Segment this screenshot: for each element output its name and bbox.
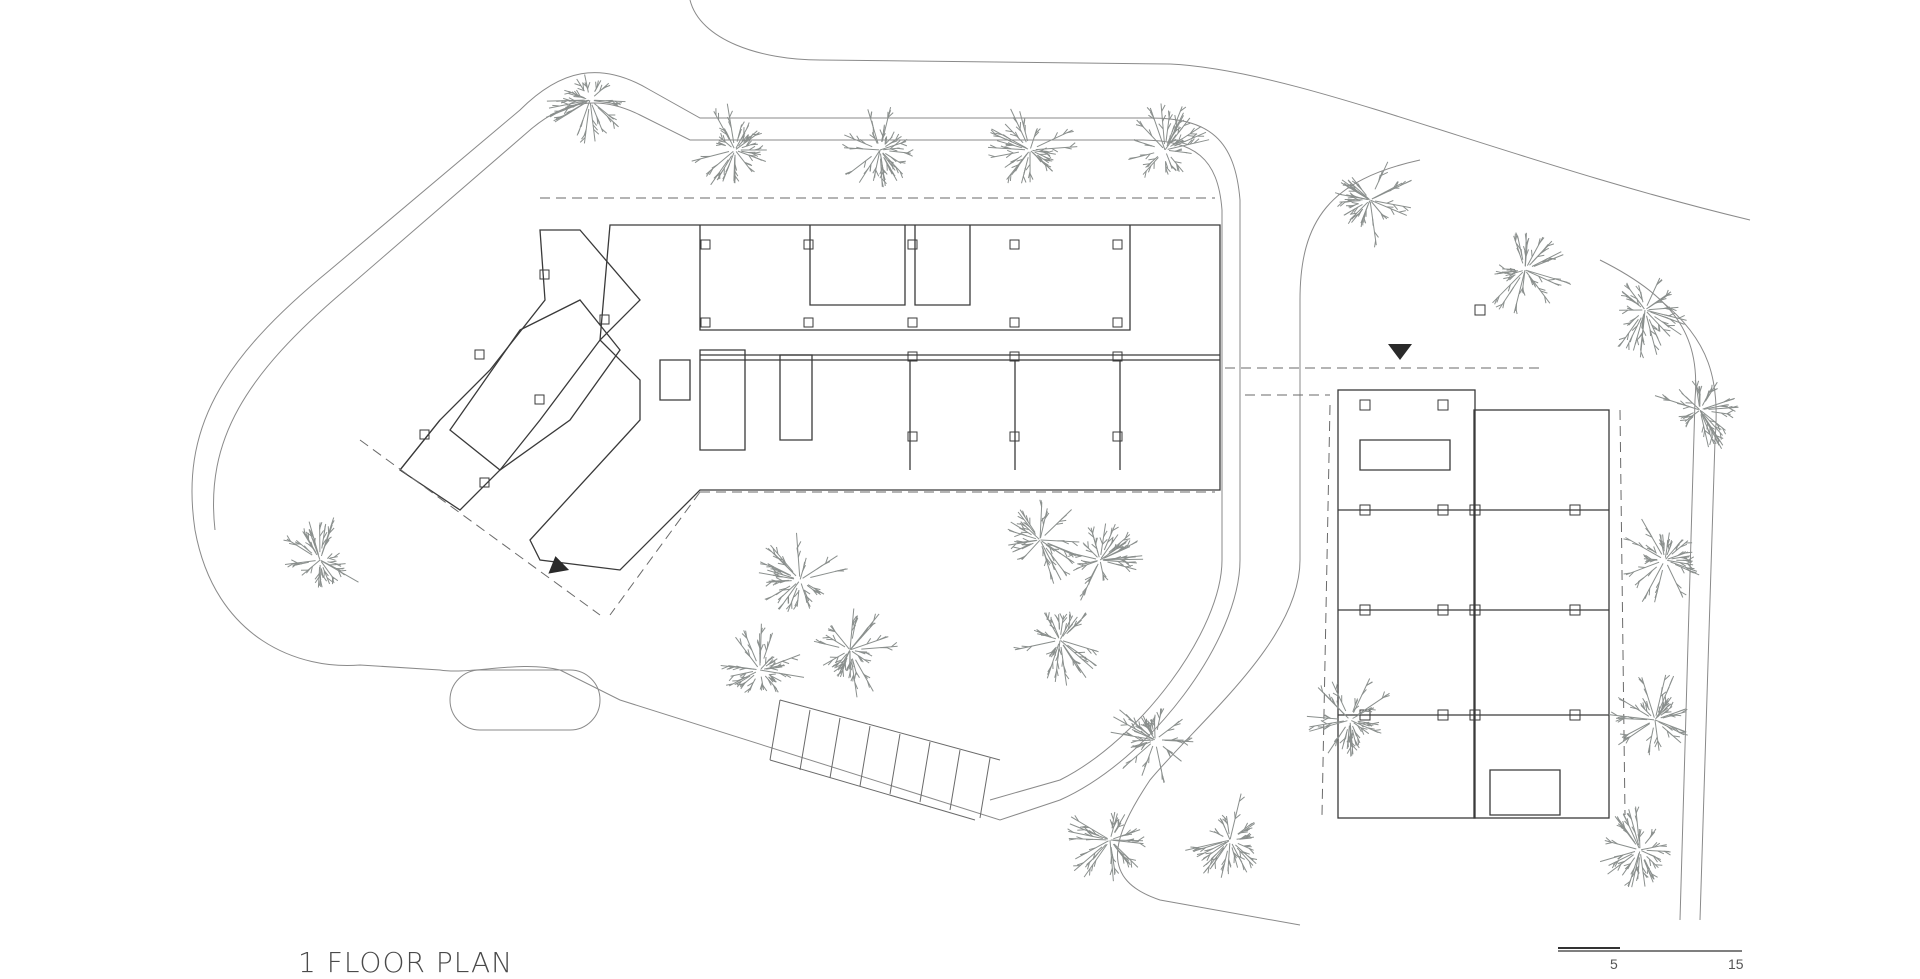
tree-icon xyxy=(988,109,1077,183)
tree-icon xyxy=(1068,812,1146,881)
tree-icon xyxy=(1128,104,1209,178)
scale-label-15: 15 xyxy=(1728,956,1744,972)
scale-label-5: 5 xyxy=(1610,956,1618,972)
landscape-trees xyxy=(284,75,1739,888)
entrance-arrow-right xyxy=(1388,344,1412,360)
tree-icon xyxy=(814,609,898,698)
parking-stalls xyxy=(770,700,1000,820)
tree-icon xyxy=(546,75,625,144)
tree-icon xyxy=(1600,807,1671,888)
tree-icon xyxy=(1014,612,1099,686)
entrance-arrow-left xyxy=(546,554,569,573)
tree-icon xyxy=(1307,679,1390,757)
tree-icon xyxy=(1185,794,1257,878)
tree-icon xyxy=(721,624,804,693)
left-building xyxy=(400,225,1220,570)
drawing-title: 1 FLOOR PLAN xyxy=(298,946,513,979)
right-building xyxy=(1338,390,1609,818)
scale-bar xyxy=(1558,948,1742,951)
tree-icon xyxy=(1068,524,1143,601)
tree-icon xyxy=(284,518,359,588)
tree-icon xyxy=(1624,519,1700,602)
tree-icon xyxy=(759,533,848,612)
tree-icon xyxy=(692,104,767,185)
site-road-outline xyxy=(192,73,1240,820)
road-sweep-top xyxy=(690,0,1750,220)
tree-icon xyxy=(1493,233,1571,314)
tree-icon xyxy=(842,107,913,187)
tree-icon xyxy=(1008,500,1082,584)
tree-icon xyxy=(1655,380,1739,449)
tree-icon xyxy=(1609,675,1688,755)
tree-icon xyxy=(1618,278,1687,358)
